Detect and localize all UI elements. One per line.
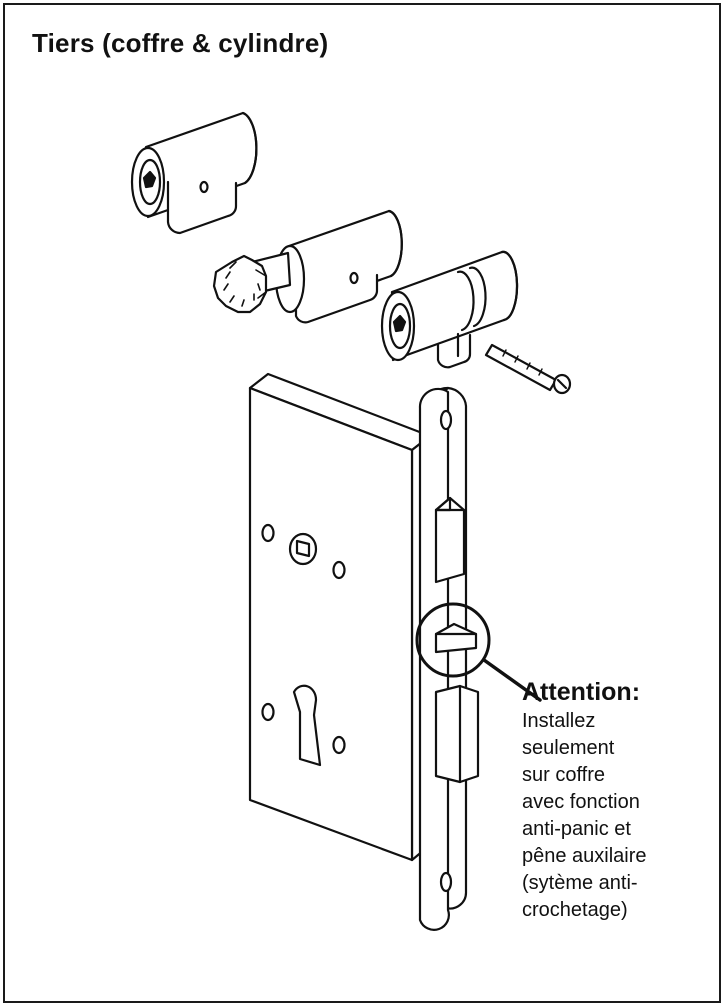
attention-heading: Attention: bbox=[522, 678, 641, 706]
note-line: (sytème anti- bbox=[522, 872, 638, 894]
note-line: anti-panic et bbox=[522, 818, 631, 840]
thumbturn-cylinder-illustration bbox=[212, 209, 403, 324]
note-line: Installez bbox=[522, 710, 596, 732]
half-cylinder-illustration bbox=[380, 250, 572, 395]
note-line: avec fonction bbox=[522, 791, 640, 813]
key-cylinder-illustration bbox=[130, 111, 258, 235]
attention-callout-circle bbox=[415, 602, 542, 702]
faceplate-illustration bbox=[418, 386, 480, 931]
mortise-lock-body-illustration bbox=[248, 372, 432, 862]
attention-note: Attention: Installez seulement sur coffr… bbox=[522, 677, 722, 924]
diagram-title: Tiers (coffre & cylindre) bbox=[32, 28, 329, 58]
note-line: sur coffre bbox=[522, 764, 605, 786]
note-line: crochetage) bbox=[522, 899, 628, 921]
note-line: seulement bbox=[522, 737, 615, 759]
note-line: pêne auxilaire bbox=[522, 845, 647, 867]
